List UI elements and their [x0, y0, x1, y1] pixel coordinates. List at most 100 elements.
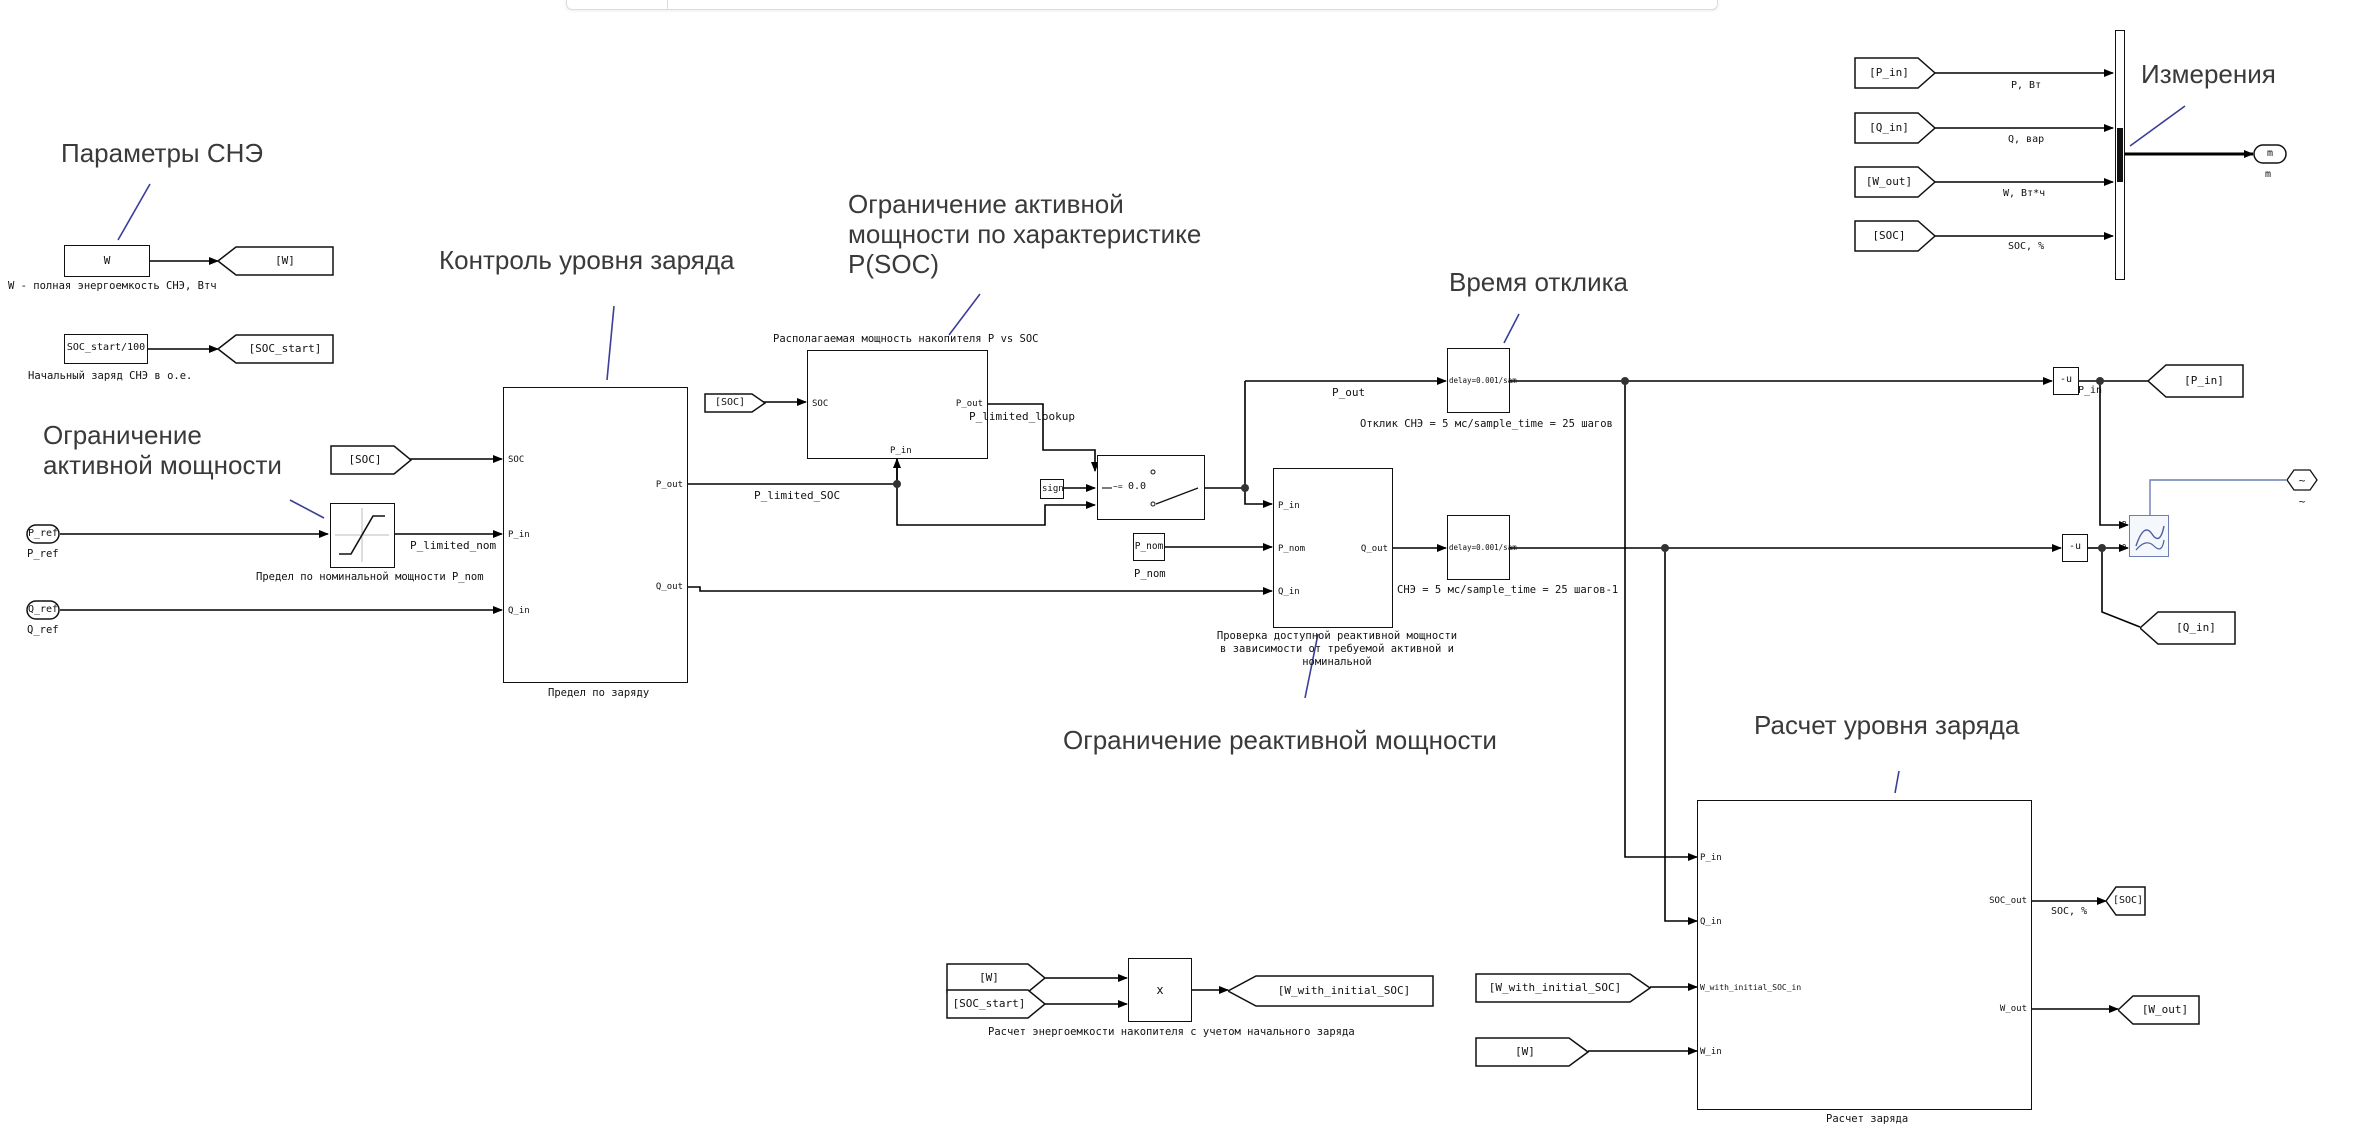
- annotation-charge-control: Контроль уровня заряда: [439, 245, 735, 275]
- goto-w-init-tag[interactable]: [1228, 975, 1434, 1007]
- soc-calc-port-q-in: Q_in: [1700, 917, 1722, 927]
- signal-m-q: Q, вар: [2008, 134, 2045, 145]
- goto-soc-start-tag[interactable]: [218, 334, 334, 364]
- charge-limit-port-p-out: P_out: [655, 480, 683, 490]
- goto-w-out-label: [W_out]: [2141, 1003, 2189, 1016]
- signal-ref-symbol[interactable]: [2286, 469, 2318, 491]
- from-soc-label-a: [SOC]: [348, 453, 382, 466]
- lookup-title: Располагаемая мощность накопителя P vs S…: [773, 333, 1039, 345]
- constant-soc-start-block[interactable]: SOC_start/100: [64, 334, 148, 364]
- scope-block[interactable]: [2129, 515, 2169, 557]
- product-label: x: [1156, 983, 1164, 997]
- scope-port-q: Q: [2122, 543, 2127, 551]
- lookup-port-p-in: P_in: [890, 446, 912, 456]
- delay-active-label: delay=0.001/sam: [1449, 376, 1517, 385]
- signal-ref-caption: ~: [2298, 495, 2306, 508]
- inport-q-ref-caption: Q_ref: [27, 624, 59, 636]
- from-soc-start-tag[interactable]: [946, 989, 1046, 1019]
- switch-icon: [1102, 469, 1199, 507]
- reactive-port-q-in: Q_in: [1278, 587, 1300, 597]
- from-p-in-tag[interactable]: [1854, 57, 1936, 89]
- from-soc-tag-b[interactable]: [704, 393, 766, 413]
- gain-p-block[interactable]: -u: [2053, 367, 2079, 395]
- inport-q-ref[interactable]: [26, 600, 60, 620]
- from-w-tag-b[interactable]: [1475, 1037, 1589, 1067]
- from-soc-label-m: [SOC]: [1872, 229, 1906, 242]
- outport-m[interactable]: [2253, 144, 2287, 164]
- annotation-soc-calc: Расчет уровня заряда: [1754, 710, 2020, 740]
- lookup-table-subsystem[interactable]: SOC P_out P_in: [807, 350, 988, 459]
- from-soc-tag-a[interactable]: [330, 445, 412, 475]
- charge-limit-caption: Предел по заряду: [548, 687, 650, 699]
- signal-m-soc: SOC, %: [2008, 241, 2045, 252]
- charge-limit-port-q-in: Q_in: [508, 606, 530, 616]
- goto-w-init-label: [W_with_initial_SOC]: [1277, 984, 1411, 997]
- charge-limit-port-p-in: P_in: [508, 530, 530, 540]
- from-q-in-label: [Q_in]: [1869, 121, 1909, 134]
- annotation-response-time: Время отклика: [1449, 267, 1629, 297]
- reactive-port-p-in: P_in: [1278, 501, 1300, 511]
- from-w-label-a: [W]: [979, 971, 999, 984]
- signal-p-in: P_in: [2078, 385, 2103, 396]
- goto-soc-tag[interactable]: [2106, 886, 2146, 916]
- annotation-sne-params: Параметры СНЭ: [61, 138, 264, 168]
- gain-p-label: -u: [2059, 374, 2073, 385]
- goto-soc-start-label: [SOC_start]: [248, 342, 322, 355]
- toolbar-strip[interactable]: [566, 0, 1718, 10]
- signal-p-limited-nom: P_limited_nom: [410, 539, 497, 552]
- constant-w-value: W: [103, 254, 111, 267]
- constant-w-caption: W - полная энергоемкость СНЭ, Втч: [8, 280, 217, 292]
- constant-p-nom-block[interactable]: P_nom: [1133, 533, 1165, 561]
- gain-q-block[interactable]: -u: [2062, 534, 2088, 562]
- signal-ref-symbol-label: ~: [2298, 474, 2306, 487]
- signal-m-p: P, Вт: [2011, 80, 2042, 91]
- delay-active-block[interactable]: delay=0.001/sam: [1447, 348, 1517, 413]
- goto-p-in-tag[interactable]: [2148, 364, 2244, 398]
- outport-m-caption: m: [2265, 169, 2272, 180]
- soc-calc-port-w-init: W_with_initial_SOC_in: [1700, 983, 1802, 992]
- lookup-port-soc: SOC: [812, 399, 829, 409]
- switch-mark: ~=: [1113, 482, 1123, 491]
- soc-calc-subsystem[interactable]: P_in Q_in W_with_initial_SOC_in W_in SOC…: [1697, 800, 2032, 1110]
- inport-q-ref-label: Q_ref: [27, 604, 59, 615]
- from-w-init-tag[interactable]: [1475, 973, 1651, 1003]
- from-w-out-label: [W_out]: [1865, 175, 1913, 188]
- soc-calc-port-w-in: W_in: [1700, 1047, 1722, 1057]
- charge-limit-port-q-out: Q_out: [655, 582, 683, 592]
- constant-p-nom-value: P_nom: [1134, 541, 1164, 552]
- from-soc-tag-m[interactable]: [1854, 220, 1936, 252]
- from-p-in-label: [P_in]: [1869, 66, 1909, 79]
- scope-icon: [2135, 525, 2165, 551]
- goto-w-out-tag[interactable]: [2118, 995, 2200, 1025]
- from-w-tag-a[interactable]: [946, 963, 1046, 993]
- annotation-measurements: Измерения: [2141, 59, 2276, 89]
- lookup-port-p-out: P_out: [955, 399, 983, 409]
- goto-q-in-label: [Q_in]: [2176, 621, 2216, 634]
- goto-w-label: [W]: [275, 254, 295, 267]
- goto-w-tag[interactable]: [218, 246, 334, 276]
- inport-p-ref[interactable]: [26, 524, 60, 544]
- constant-soc-start-value: SOC_start/100: [66, 342, 146, 353]
- saturation-icon: [335, 508, 389, 562]
- switch-block[interactable]: ~= 0.0: [1097, 455, 1205, 520]
- charge-limit-subsystem[interactable]: SOC P_in Q_in P_out Q_out: [503, 387, 688, 683]
- delay-reactive-block[interactable]: delay=0.001/sam: [1447, 515, 1517, 580]
- inport-p-ref-caption: P_ref: [27, 548, 59, 560]
- delay-reactive-label: delay=0.001/sam: [1449, 543, 1517, 552]
- gain-q-label: -u: [2068, 541, 2082, 552]
- signal-m-w: W, Вт*ч: [2003, 188, 2046, 199]
- reactive-check-subsystem[interactable]: P_in P_nom Q_in Q_out: [1273, 468, 1393, 628]
- from-soc-label-b: [SOC]: [714, 397, 746, 408]
- product-block[interactable]: x: [1128, 958, 1192, 1022]
- sign-block[interactable]: sign: [1040, 479, 1064, 499]
- from-q-in-tag[interactable]: [1854, 112, 1936, 144]
- delay-active-caption: Отклик СНЭ = 5 мс/sample_time = 25 шагов: [1360, 418, 1613, 430]
- goto-q-in-tag[interactable]: [2140, 611, 2236, 645]
- inport-p-ref-label: P_ref: [27, 528, 59, 539]
- from-w-init-label: [W_with_initial_SOC]: [1488, 981, 1622, 994]
- from-w-out-tag[interactable]: [1854, 166, 1936, 198]
- saturation-block[interactable]: [330, 503, 395, 568]
- constant-w-block[interactable]: W: [64, 245, 150, 277]
- goto-soc-label: [SOC]: [2112, 895, 2144, 906]
